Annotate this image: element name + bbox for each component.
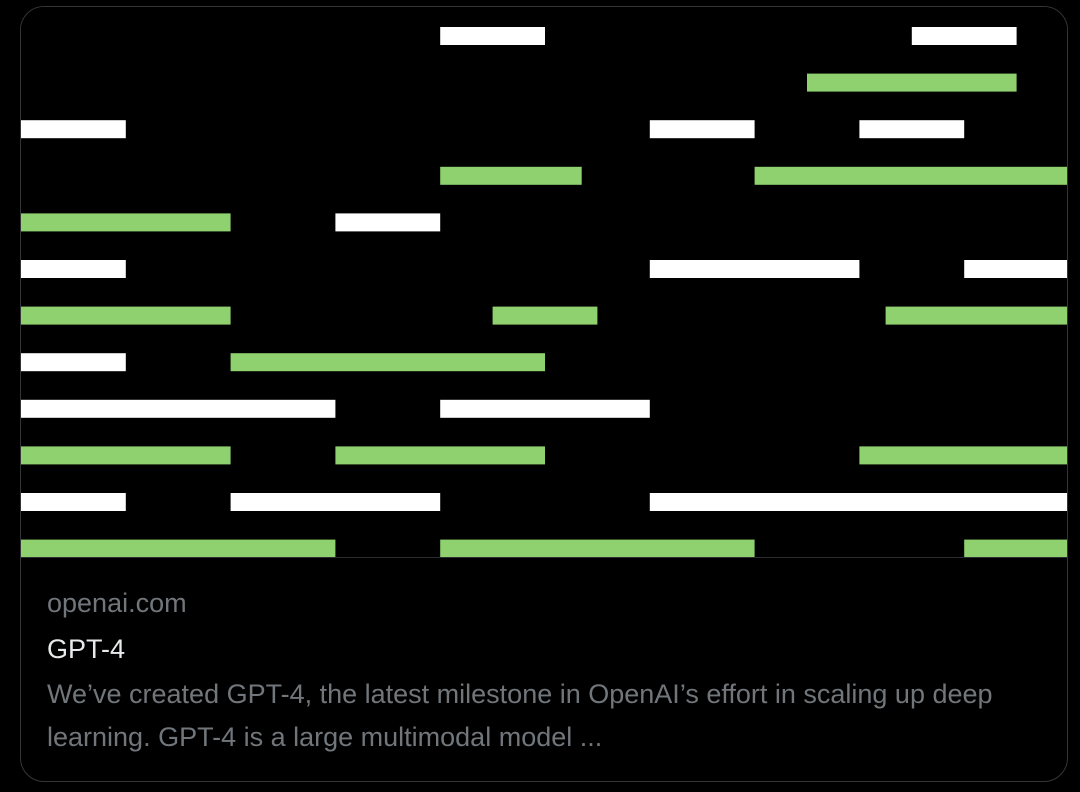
bar-white bbox=[21, 493, 126, 511]
card-domain: openai.com bbox=[47, 588, 187, 618]
bar-white bbox=[230, 493, 441, 511]
bar-white bbox=[440, 399, 650, 418]
bar-green bbox=[492, 306, 598, 325]
bar-white bbox=[440, 27, 545, 45]
bar-white bbox=[21, 399, 336, 418]
bars-graphic bbox=[21, 27, 1067, 557]
card-title: GPT-4 bbox=[47, 634, 126, 664]
bar-green bbox=[859, 446, 1067, 465]
bar-white bbox=[649, 260, 860, 278]
bar-white bbox=[649, 493, 1067, 511]
card-meta: openai.com GPT-4 We’ve created GPT-4, th… bbox=[47, 585, 1041, 759]
bar-white bbox=[859, 120, 965, 139]
bar-white bbox=[911, 27, 1017, 45]
bar-green bbox=[964, 539, 1067, 557]
bar-green bbox=[21, 306, 231, 325]
bar-green bbox=[754, 166, 1067, 185]
bar-green bbox=[885, 306, 1067, 325]
bar-white bbox=[649, 120, 755, 139]
preview-image[interactable] bbox=[21, 7, 1067, 558]
bar-green bbox=[807, 73, 1017, 92]
bar-green bbox=[21, 213, 231, 232]
bar-green bbox=[230, 353, 545, 372]
bar-white bbox=[21, 260, 126, 278]
bar-white bbox=[21, 120, 126, 139]
bar-white bbox=[964, 260, 1067, 278]
bar-white bbox=[335, 213, 441, 232]
bar-green bbox=[335, 446, 545, 465]
bar-green bbox=[21, 446, 231, 465]
bar-white bbox=[21, 353, 126, 372]
card-description: We’ve created GPT-4, the latest mileston… bbox=[47, 679, 993, 752]
bar-green bbox=[21, 539, 336, 557]
bar-green bbox=[440, 166, 582, 185]
link-preview-card[interactable]: openai.com GPT-4 We’ve created GPT-4, th… bbox=[20, 6, 1068, 782]
bar-green bbox=[440, 539, 755, 557]
